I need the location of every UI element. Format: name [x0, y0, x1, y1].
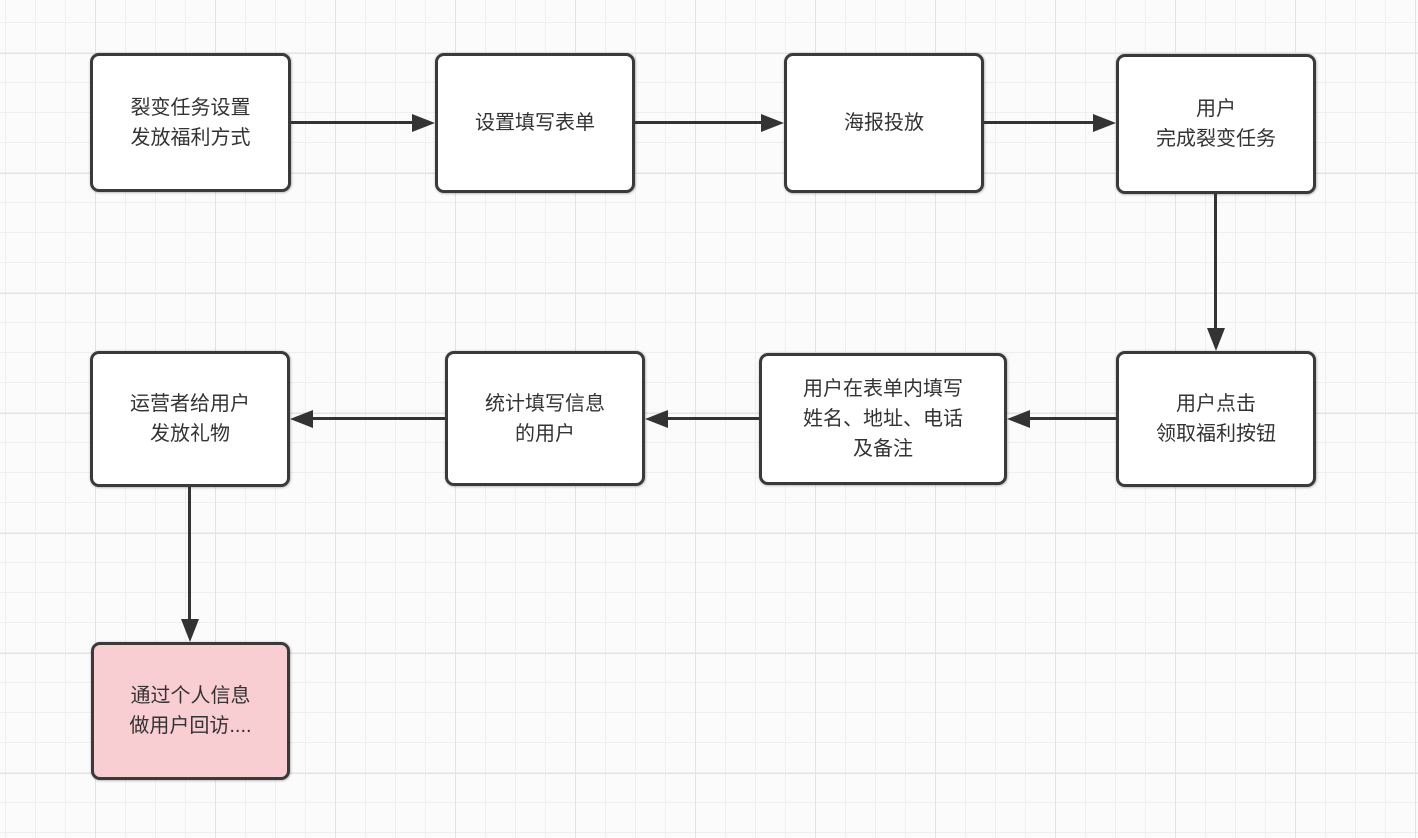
flow-node-user-clicks-claim[interactable]: 用户点击 领取福利按钮: [1116, 351, 1316, 487]
flow-node-label: 设置填写表单: [475, 112, 595, 134]
flow-node-label: 运营者给用户 发放礼物: [130, 393, 250, 445]
arrow-line: [984, 121, 1095, 124]
flow-node-label: 统计填写信息 的用户: [485, 392, 605, 445]
arrow-line: [311, 417, 445, 420]
flow-node-label: 用户在表单内填写 姓名、地址、电话 及备注: [803, 378, 963, 460]
flow-node-poster-launch[interactable]: 海报投放: [784, 53, 984, 193]
flow-node-user-completes-task[interactable]: 用户 完成裂变任务: [1116, 54, 1316, 194]
flow-node-label: 用户点击 领取福利按钮: [1156, 393, 1276, 445]
arrowhead-right-icon: [761, 114, 784, 132]
arrowhead-right-icon: [412, 114, 435, 132]
flow-node-user-fills-form[interactable]: 用户在表单内填写 姓名、地址、电话 及备注: [759, 353, 1007, 485]
arrowhead-left-icon: [645, 410, 668, 428]
arrow-line: [1214, 194, 1217, 330]
flow-node-set-form[interactable]: 设置填写表单: [435, 53, 635, 193]
arrow-line: [635, 121, 763, 124]
arrow-line: [291, 121, 414, 124]
arrow-line: [666, 417, 759, 420]
flow-node-label: 海报投放: [844, 112, 924, 134]
arrowhead-down-icon: [181, 619, 199, 642]
arrowhead-left-icon: [1007, 410, 1030, 428]
arrow-line: [188, 487, 191, 621]
arrowhead-left-icon: [290, 410, 313, 428]
flow-node-set-fission-task[interactable]: 裂变任务设置 发放福利方式: [90, 53, 291, 192]
arrowhead-down-icon: [1207, 328, 1225, 351]
flow-node-label: 通过个人信息 做用户回访....: [129, 685, 252, 737]
flow-node-user-revisit[interactable]: 通过个人信息 做用户回访....: [91, 642, 290, 780]
flow-node-label: 裂变任务设置 发放福利方式: [130, 96, 251, 149]
flow-node-count-filled-users[interactable]: 统计填写信息 的用户: [445, 351, 645, 486]
flow-node-label: 用户 完成裂变任务: [1156, 98, 1276, 150]
arrowhead-right-icon: [1093, 114, 1116, 132]
flow-node-operator-sends-gift[interactable]: 运营者给用户 发放礼物: [90, 351, 290, 487]
arrow-line: [1028, 417, 1116, 420]
